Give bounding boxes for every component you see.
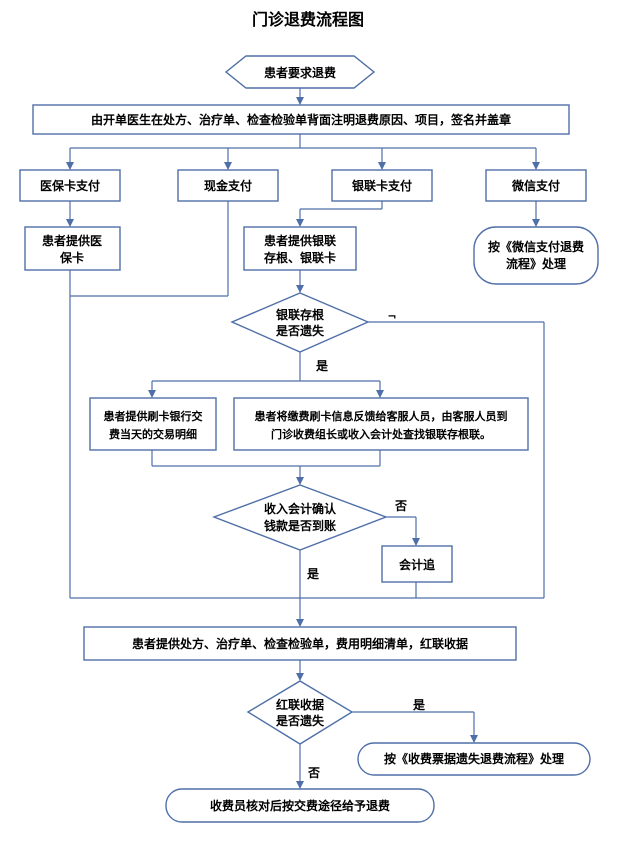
provide-insurance-card-line2: 保卡 [59, 250, 84, 265]
wechat-process-line2: 流程》处理 [506, 256, 566, 271]
accountant-confirm-decision [212, 484, 388, 551]
start-node [224, 55, 376, 89]
bank-detail-line1: 患者提供刷卡银行交 [104, 409, 203, 423]
provide-insurance-card-line1: 患者提供医 [42, 233, 102, 248]
receipt-yes-label: 是 [412, 698, 426, 712]
doctor-note-label: 由开单医生在处方、治疗单、检查检验单背面注明退费原因、项目，签名并盖章 [91, 112, 511, 127]
provide-unionpay-line2: 存根、银联卡 [263, 250, 336, 265]
provide-unionpay-box [243, 226, 357, 271]
bank-detail-line2: 费当天的交易明细 [109, 427, 197, 441]
cash-box [177, 169, 279, 202]
connectors [66, 88, 545, 789]
receipt-lost-line1: 红联收据 [276, 697, 324, 712]
stub-lost-line1: 银联存根 [276, 307, 324, 322]
provide-insurance-card-box [24, 226, 121, 271]
receipt-lost-line2: 是否遗失 [275, 713, 325, 728]
start-node-label: 患者要求退费 [264, 65, 336, 80]
receipt-lost-process-node [357, 742, 591, 776]
unionpay-label: 银联卡支付 [352, 178, 412, 193]
stub-yes-label: 是 [315, 359, 329, 373]
end-node [165, 788, 435, 823]
provide-unionpay-line1: 患者提供银联 [264, 233, 336, 248]
stub-lost-decision [230, 292, 370, 353]
stub-no-mark: ¬ [387, 310, 396, 323]
wechat-box [485, 169, 587, 202]
receipt-lost-decision [246, 680, 354, 745]
confirm-no-label: 否 [394, 499, 407, 513]
feedback-service-box [233, 397, 529, 451]
feedback-service-line1: 患者将缴费刷卡信息反馈给客服人员，由客服人员到 [255, 409, 508, 423]
accountant-chase-label: 会计追 [399, 557, 436, 572]
doctor-note-box [32, 104, 570, 135]
accountant-chase-box [381, 545, 453, 583]
diagram-title: 门诊退费流程图 [252, 10, 364, 29]
insurance-box [19, 169, 121, 202]
stub-lost-line2: 是否遗失 [275, 323, 325, 338]
feedback-service-line2: 门诊收费组长或收入会计处查找银联存根联。 [271, 427, 491, 441]
accountant-confirm-line2: 钱款是否到账 [264, 518, 336, 533]
wechat-process-node [473, 226, 599, 285]
receipt-no-label: 否 [307, 766, 320, 780]
wechat-process-line1: 按《微信支付退费 [488, 239, 584, 254]
bank-detail-box [89, 397, 217, 451]
receipt-lost-process-label: 按《收费票据遗失退费流程》处理 [384, 751, 564, 766]
provide-documents-box [83, 626, 517, 661]
wechat-label: 微信支付 [511, 178, 560, 193]
cash-label: 现金支付 [204, 178, 252, 193]
end-node-label: 收费员核对后按交费途径给予退费 [210, 798, 390, 813]
provide-documents-label: 患者提供处方、治疗单、检查检验单，费用明细清单，红联收据 [132, 636, 468, 651]
unionpay-box [331, 169, 433, 202]
accountant-confirm-line1: 收入会计确认 [264, 501, 337, 516]
insurance-label: 医保卡支付 [40, 178, 100, 193]
confirm-yes-label: 是 [306, 567, 320, 581]
